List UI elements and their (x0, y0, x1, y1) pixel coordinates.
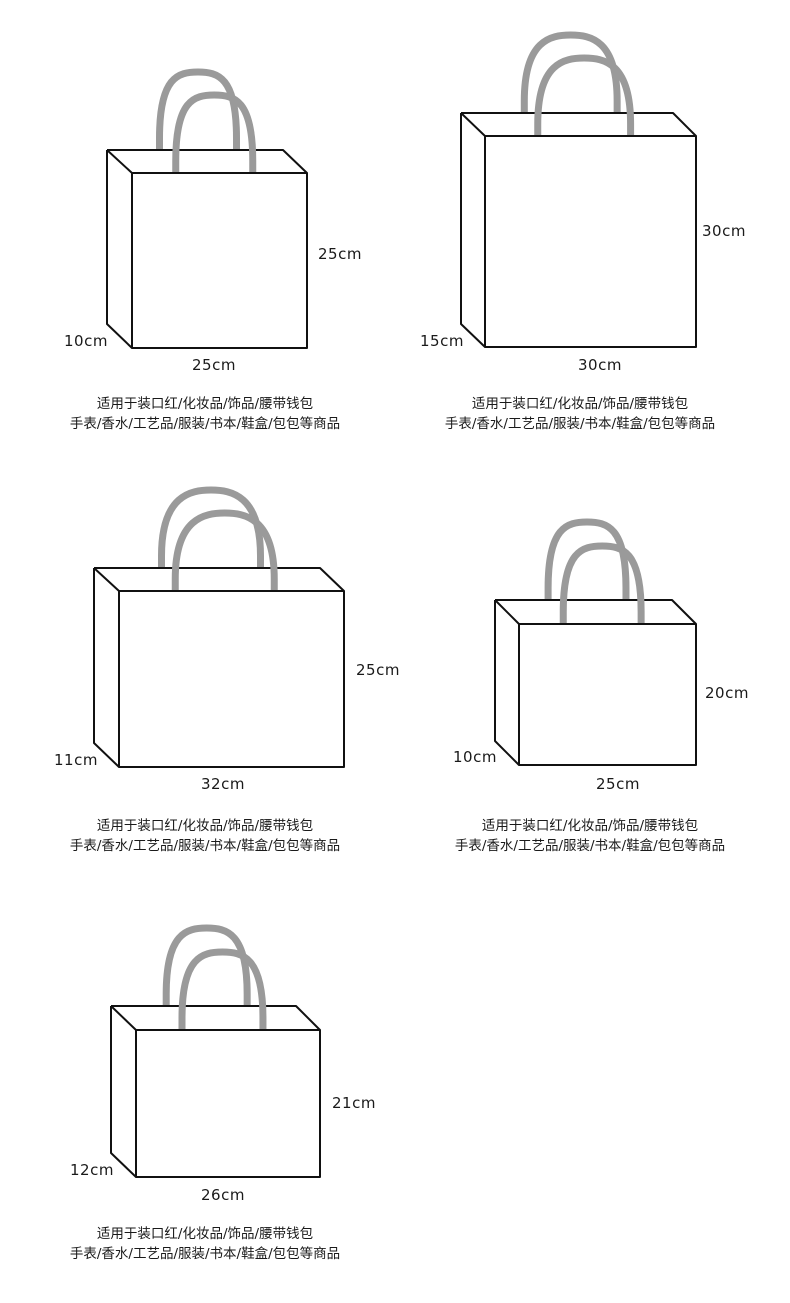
bag-3-caption-line1: 适用于装口红/化妆品/饰品/腰带钱包 (96, 818, 314, 834)
bag-5-caption: 适用于装口红/化妆品/饰品/腰带钱包 手表/香水/工艺品/服装/书本/鞋盒/包包… (40, 1224, 370, 1264)
bag-4-side-face (494, 599, 520, 766)
bag-1-side-face (106, 149, 133, 349)
bag-1-back-handle (156, 68, 240, 150)
bag-1-caption: 适用于装口红/化妆品/饰品/腰带钱包 手表/香水/工艺品/服装/书本/鞋盒/包包… (40, 394, 370, 434)
bag-5-width-label: 26cm (201, 1186, 245, 1204)
bag-5-height-label: 21cm (332, 1094, 376, 1112)
bag-3-front-handle (171, 509, 278, 591)
bag-3-height-label: 25cm (356, 661, 400, 679)
bag-5-front-face (135, 1029, 321, 1178)
bag-2-front-handle (534, 54, 635, 136)
bag-5-top-edge (111, 1005, 321, 1031)
bag-5-front-handle (178, 948, 267, 1030)
bag-2-front-face (484, 135, 697, 348)
bag-4-height-label: 20cm (705, 684, 749, 702)
bag-2-top-edge (461, 112, 697, 137)
bag-4-caption-line2: 手表/香水/工艺品/服装/书本/鞋盒/包包等商品 (454, 838, 726, 854)
bag-4-front-face (518, 623, 697, 766)
bag-1-front-handle (172, 91, 257, 173)
bag-3-front-face (118, 590, 345, 768)
bag-3-width-label: 32cm (201, 775, 245, 793)
bag-4-top-edge (495, 599, 697, 625)
bag-2-side-face (460, 112, 486, 348)
bag-3-caption-line2: 手表/香水/工艺品/服装/书本/鞋盒/包包等商品 (69, 838, 341, 854)
bag-5-caption-line2: 手表/香水/工艺品/服装/书本/鞋盒/包包等商品 (69, 1246, 341, 1262)
bag-5-caption-line1: 适用于装口红/化妆品/饰品/腰带钱包 (96, 1226, 314, 1242)
bag-2-width-label: 30cm (578, 356, 622, 374)
bag-1-width-label: 25cm (192, 356, 236, 374)
bag-3-top-edge (94, 567, 345, 592)
bag-4-caption: 适用于装口红/化妆品/饰品/腰带钱包 手表/香水/工艺品/服装/书本/鞋盒/包包… (424, 816, 756, 856)
bag-2-caption-line2: 手表/香水/工艺品/服装/书本/鞋盒/包包等商品 (444, 416, 716, 432)
bag-2-caption: 适用于装口红/化妆品/饰品/腰带钱包 手表/香水/工艺品/服装/书本/鞋盒/包包… (414, 394, 746, 434)
bag-5-side-face (110, 1005, 137, 1178)
bag-1-front-face (131, 172, 308, 349)
bag-3-caption: 适用于装口红/化妆品/饰品/腰带钱包 手表/香水/工艺品/服装/书本/鞋盒/包包… (40, 816, 370, 856)
bag-5-back-handle (162, 924, 251, 1006)
bag-4-front-handle (559, 542, 645, 624)
bag-5-depth-label: 12cm (70, 1161, 114, 1179)
bag-4-caption-line1: 适用于装口红/化妆品/饰品/腰带钱包 (481, 818, 699, 834)
bag-1-top-edge (107, 149, 308, 174)
bag-4-depth-label: 10cm (453, 748, 497, 766)
bag-4-width-label: 25cm (596, 775, 640, 793)
bag-3-depth-label: 11cm (54, 751, 98, 769)
bag-1-caption-line1: 适用于装口红/化妆品/饰品/腰带钱包 (96, 396, 314, 412)
bag-2-depth-label: 15cm (420, 332, 464, 350)
bag-1-depth-label: 10cm (64, 332, 108, 350)
bag-3-side-face (93, 567, 120, 768)
bag-1-height-label: 25cm (318, 245, 362, 263)
bag-2-caption-line1: 适用于装口红/化妆品/饰品/腰带钱包 (471, 396, 689, 412)
bag-1-caption-line2: 手表/香水/工艺品/服装/书本/鞋盒/包包等商品 (69, 416, 341, 432)
bag-2-height-label: 30cm (702, 222, 746, 240)
